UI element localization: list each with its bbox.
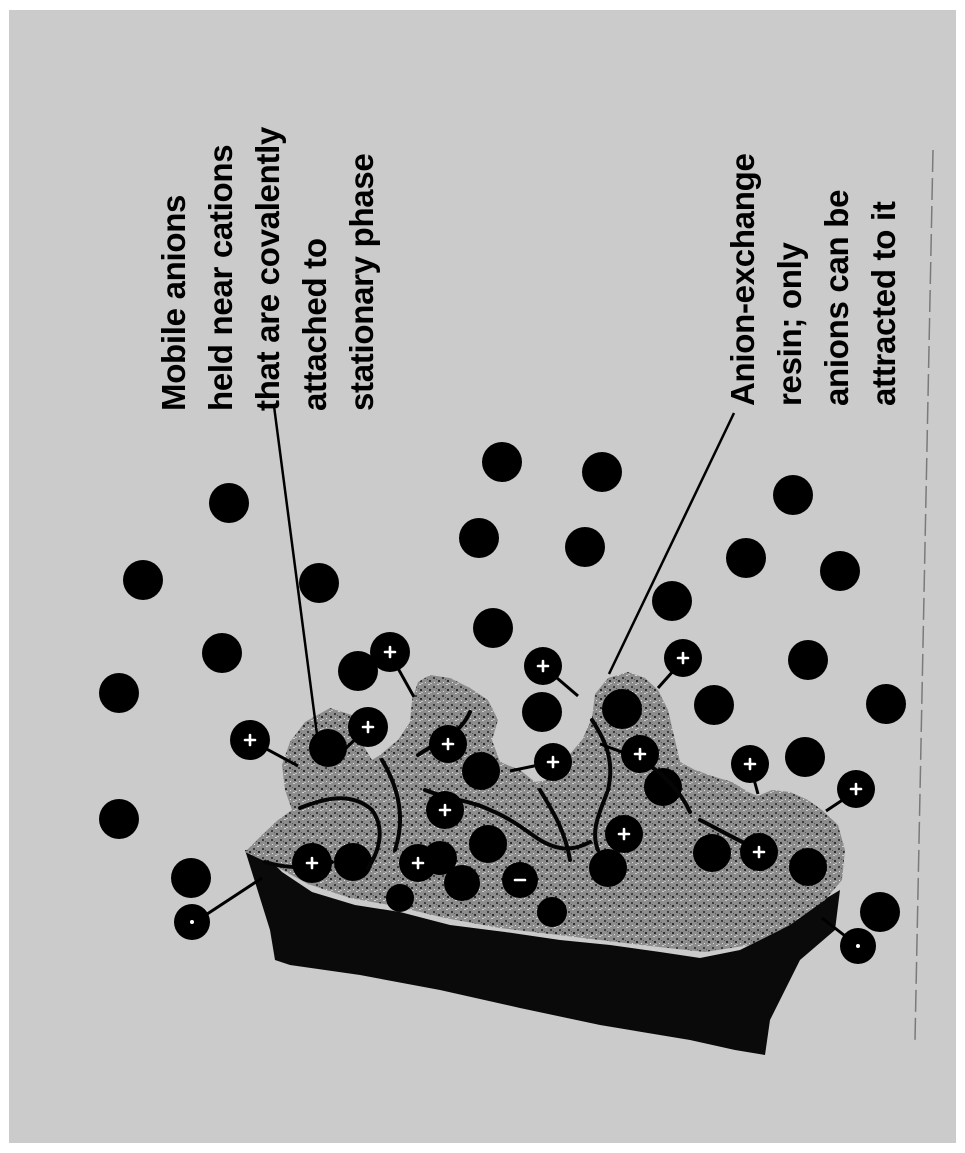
anion-exchange-diagram [0,0,965,1153]
